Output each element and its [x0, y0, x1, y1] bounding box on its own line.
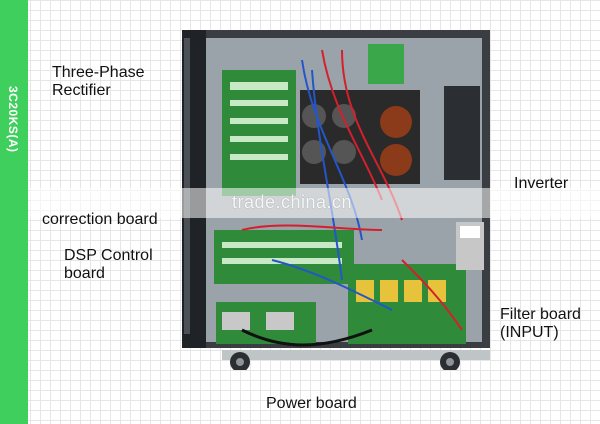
- callout-three-phase-rectifier: Three-Phase Rectifier: [52, 64, 145, 100]
- callout-dsp-control-board-line1: DSP Control: [64, 247, 153, 264]
- callout-filter-board-line2: (INPUT): [500, 324, 559, 341]
- callout-three-phase-rectifier-line1: Three-Phase: [52, 64, 145, 81]
- watermark-text: trade.china.cn: [232, 192, 353, 212]
- callout-inverter: Inverter: [514, 175, 569, 192]
- callout-power-board: Power board: [266, 395, 357, 412]
- side-strip: 3C20KS(A): [0, 0, 28, 424]
- callout-filter-board: Filter board (INPUT): [500, 306, 581, 342]
- callout-dsp-control-board-line2: board: [64, 265, 105, 282]
- watermark-band: [30, 188, 600, 218]
- callout-three-phase-rectifier-line2: Rectifier: [52, 82, 111, 99]
- callout-filter-board-line1: Filter board: [500, 306, 581, 323]
- model-label: 3C20KS(A): [6, 86, 20, 153]
- callout-dsp-control-board: DSP Control board: [64, 247, 153, 283]
- callout-correction-board: correction board: [42, 211, 158, 228]
